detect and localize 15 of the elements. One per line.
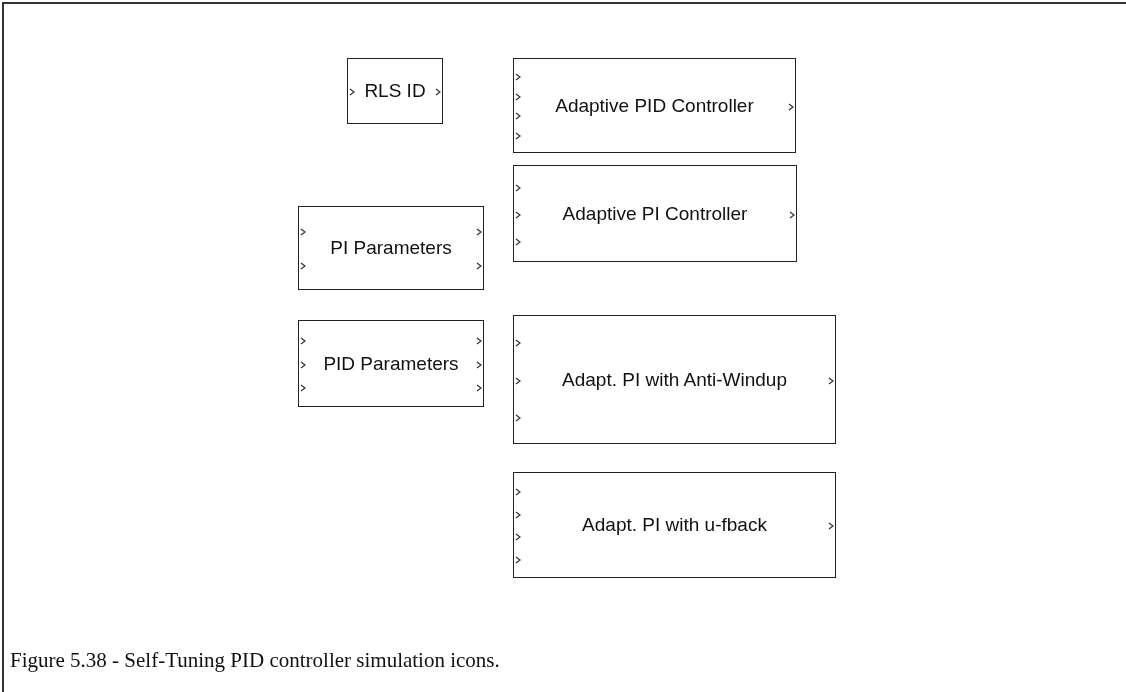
- block-label: PID Parameters: [323, 352, 459, 375]
- block-label: RLS ID: [364, 80, 426, 102]
- block-box: [513, 315, 836, 444]
- block-box: [513, 58, 796, 153]
- figure-caption: Figure 5.38 - Self-Tuning PID controller simulation icons.: [10, 648, 500, 673]
- block-label: Adapt. PI with Anti-Windup: [562, 368, 787, 391]
- block-box: [513, 472, 836, 578]
- block-label: Adaptive PID Controller: [555, 94, 754, 117]
- block-box: [298, 320, 484, 407]
- block-box: [298, 206, 484, 290]
- block-label: Adapt. PI with u-fback: [582, 514, 767, 536]
- block-label: PI Parameters: [330, 237, 452, 259]
- block-label: Adaptive PI Controller: [562, 202, 748, 225]
- block-box: [513, 165, 797, 262]
- block-box: [347, 58, 443, 124]
